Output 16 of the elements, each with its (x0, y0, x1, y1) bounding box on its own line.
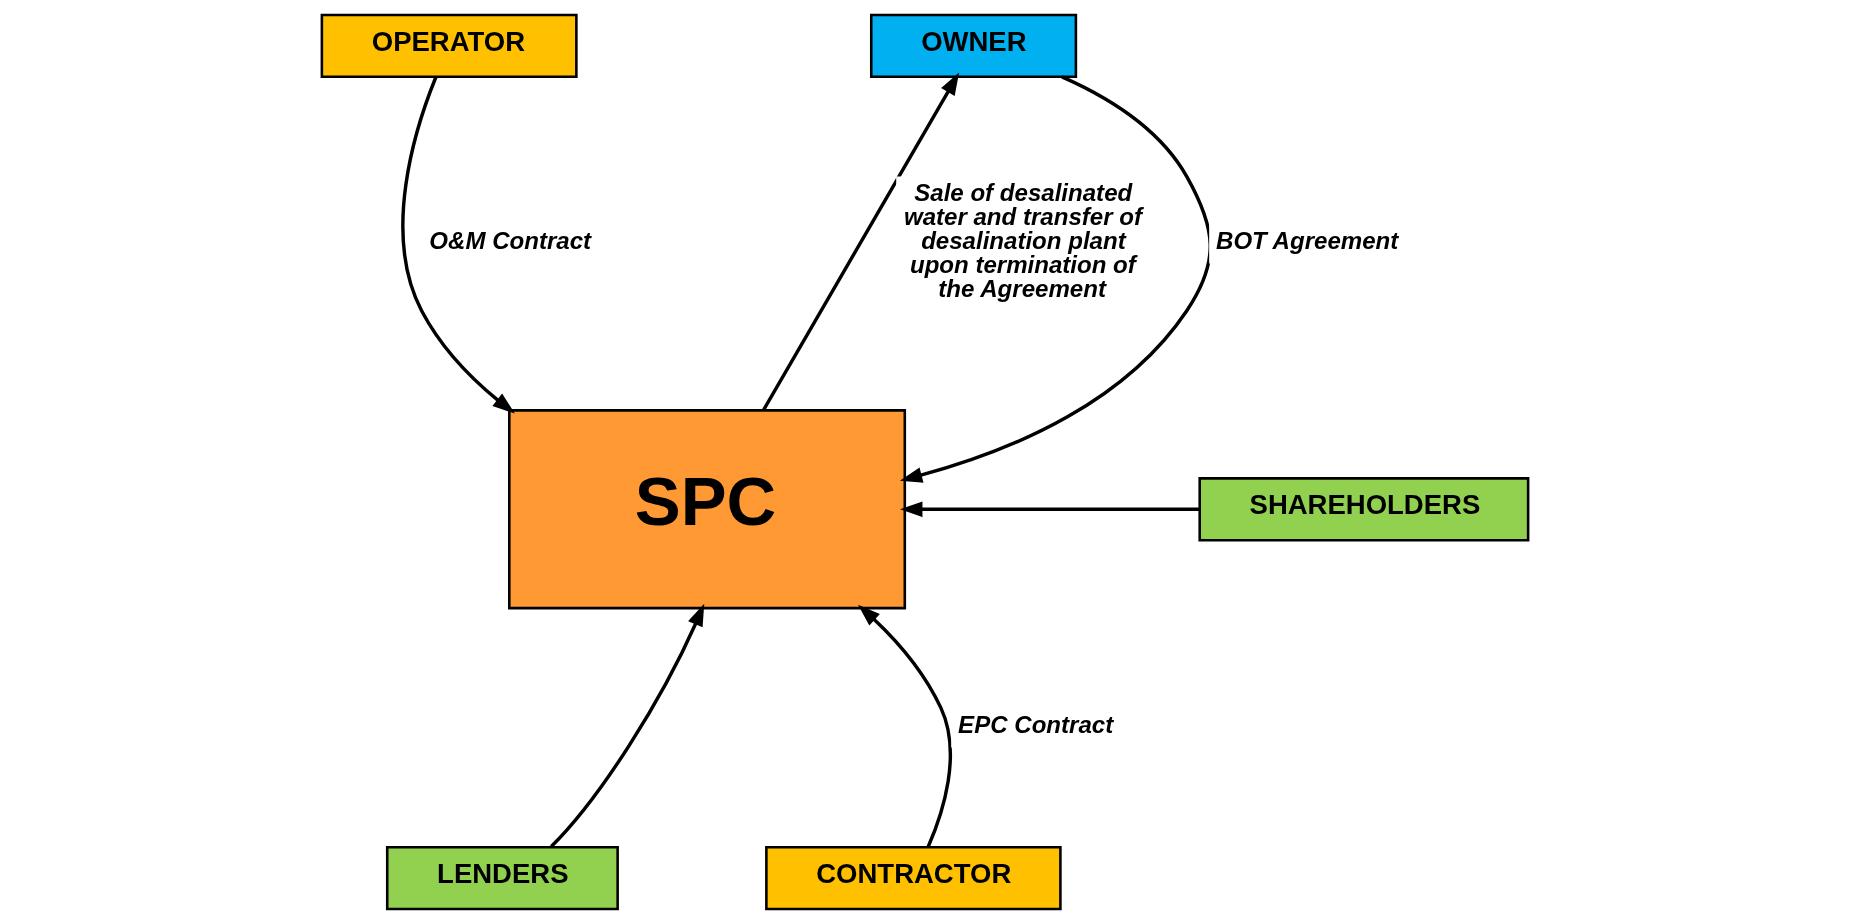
edge-label: BOT Agreement (1215, 227, 1398, 255)
node-box: OWNER (869, 13, 1077, 79)
edge-label: O&M Contract (428, 227, 591, 255)
arrow (400, 76, 515, 414)
arrow (549, 603, 704, 848)
node-box: SPC (507, 409, 906, 610)
arrow (899, 75, 1212, 483)
edge-label: Sale of desalinated water and transfer of desalination plant upon termination of the Agreement (903, 178, 1142, 303)
node-box: CONTRACTOR (764, 845, 1062, 911)
arrow (761, 72, 959, 412)
arrow (857, 604, 952, 848)
edge-label: EPC Contract (957, 711, 1113, 739)
node-box: SHAREHOLDERS (1197, 477, 1529, 542)
node-box: OPERATOR (320, 13, 578, 79)
arrow (899, 501, 1199, 518)
node-box: LENDERS (385, 845, 619, 911)
